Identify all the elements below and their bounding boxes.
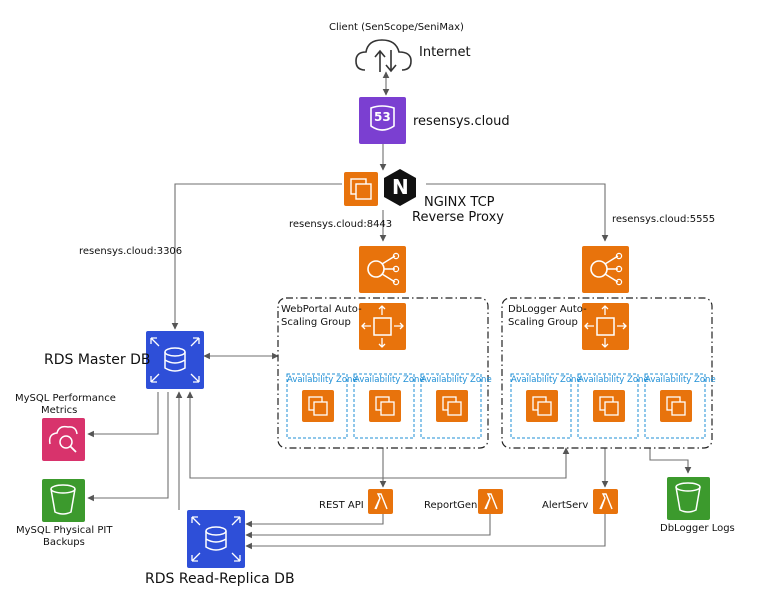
pit-backups-bucket-icon [42, 479, 85, 522]
dblogger-group-title-line2: Scaling Group [508, 317, 578, 328]
connector-proxy-master-db [171, 183, 342, 330]
dblogger-zone-2-label: Availability Zone [578, 375, 649, 385]
dblogger-autoscaling-group [501, 297, 713, 449]
internet-cloud-icon [355, 39, 412, 73]
rds-master-label: RDS Master DB [44, 352, 151, 368]
connector-restapi-replica [245, 512, 384, 528]
dblogger-logs-bucket-icon [667, 477, 710, 520]
webportal-autoscaling-group [277, 297, 489, 449]
internet-label: Internet [419, 45, 471, 60]
performance-metrics-icon [42, 418, 85, 461]
connector-proxy-dblogger-lb [426, 183, 609, 242]
webportal-zone-1-label: Availability Zone [287, 375, 358, 385]
metrics-label-line2: Metrics [41, 405, 78, 416]
connector-master-backups [87, 392, 169, 502]
webportal-zone-3 [420, 373, 482, 439]
connector-dblogger-master [186, 391, 570, 479]
link-port-3306: resensys.cloud:3306 [79, 246, 183, 257]
lambda-reportgen-label: ReportGen [424, 500, 478, 511]
ec2-instance-icons [302, 390, 692, 422]
webportal-zone-1 [286, 373, 348, 439]
link-port-5555: resensys.cloud:5555 [612, 214, 716, 225]
metrics-label-line1: MySQL Performance [15, 393, 116, 404]
webportal-load-balancer-icon [359, 246, 406, 293]
connector-reportgen-replica [245, 512, 491, 539]
dblogger-zone-1-label: Availability Zone [511, 375, 582, 385]
proxy-label-line2: Reverse Proxy [412, 210, 504, 225]
dblogger-zone-3 [644, 373, 706, 439]
dblogger-zone-3-label: Availability Zone [645, 375, 716, 385]
backups-label-line1: MySQL Physical PIT [16, 525, 113, 536]
lambda-icons [368, 489, 618, 514]
webportal-zone-2-label: Availability Zone [354, 375, 425, 385]
dblogger-load-balancer-icon [582, 246, 629, 293]
proxy-label-line1: NGINX TCP [424, 195, 495, 210]
client-label: Client (SenScope/SeniMax) [329, 22, 464, 33]
dns-label: resensys.cloud [413, 114, 510, 129]
nginx-logo-letter: N [392, 175, 409, 199]
backups-label-line2: Backups [43, 537, 85, 548]
dblogger-zone-2 [577, 373, 639, 439]
rds-replica-label: RDS Read-Replica DB [145, 571, 295, 587]
link-port-8443: resensys.cloud:8443 [289, 219, 393, 230]
dblogger-group-title-line1: DbLogger Auto- [508, 304, 587, 315]
nginx-logo-icon [384, 169, 416, 206]
webportal-group-title-line1: WebPortal Auto- [281, 304, 362, 315]
rds-replica-icon [187, 510, 245, 568]
lambda-rest-api-label: REST API [319, 500, 364, 511]
connector-master-metrics [87, 392, 159, 438]
rds-master-icon [146, 331, 204, 389]
dblogger-autoscaling-icon [582, 303, 629, 350]
connector-alertserv-replica [245, 512, 606, 550]
route53-badge: 53 [374, 110, 391, 124]
webportal-zone-3-label: Availability Zone [421, 375, 492, 385]
webportal-group-title-line2: Scaling Group [281, 317, 351, 328]
lambda-alertserv-label: AlertServ [542, 500, 589, 511]
connector-dblogger-logs [649, 448, 692, 474]
dblogger-logs-label: DbLogger Logs [660, 523, 735, 534]
dblogger-zone-1 [510, 373, 572, 439]
webportal-zone-2 [353, 373, 415, 439]
webportal-autoscaling-icon [359, 303, 406, 350]
